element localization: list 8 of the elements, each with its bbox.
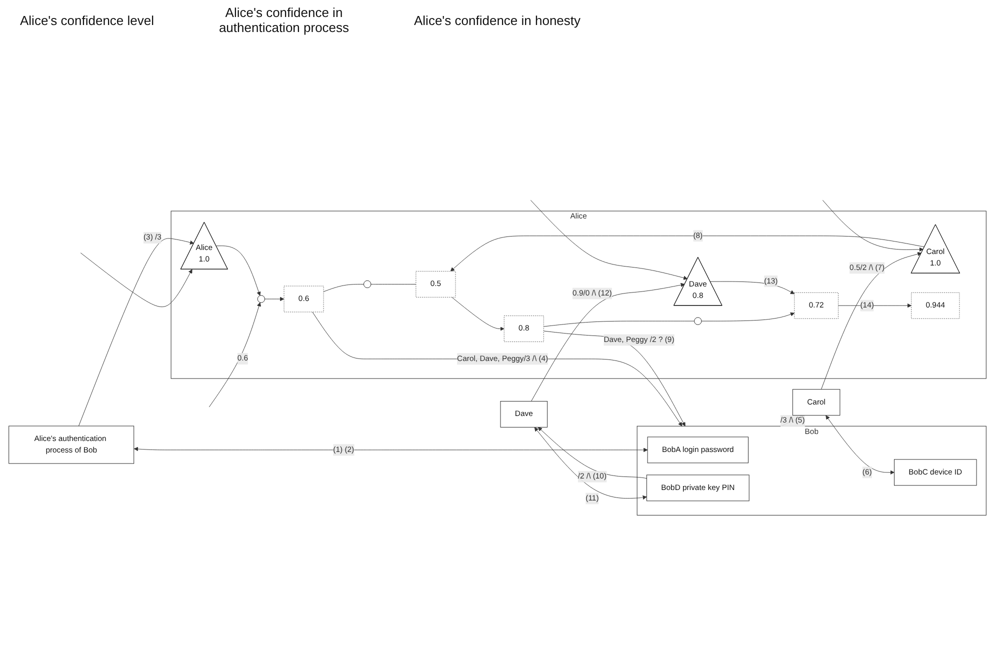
connector <box>323 284 364 292</box>
column-heading: Alice's confidence level <box>20 12 154 28</box>
connector <box>543 320 695 326</box>
node-circle <box>694 316 702 324</box>
node-circle <box>364 280 372 288</box>
node-circle <box>257 294 266 302</box>
column-heading: Alice's confidence in authentication process <box>218 5 350 35</box>
column-heading: Alice's confidence in honesty <box>414 12 581 28</box>
